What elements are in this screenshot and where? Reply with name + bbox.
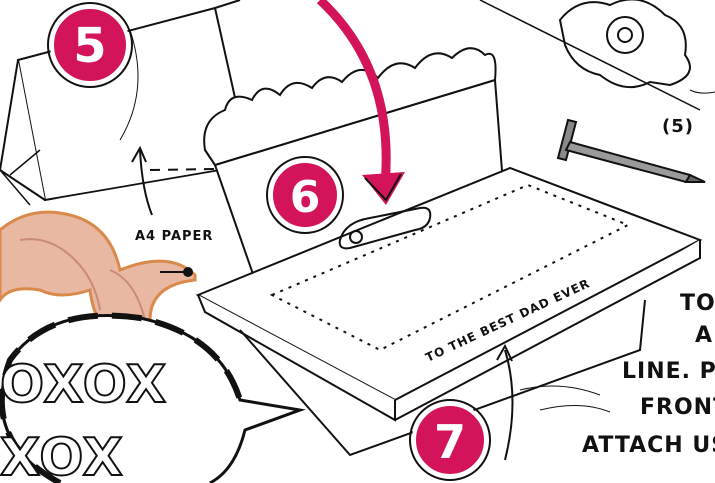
step-7-number: 7 [434,415,466,469]
instruction-line-3: LINE. P [622,359,715,384]
step-5-reference: (5) [662,116,694,137]
xoxo-line-1: OXOX [0,355,167,415]
a4-paper-label: A4 PAPER [135,229,213,244]
step-7-badge: 7 [410,400,490,480]
step-5-badge: 5 [48,3,132,87]
instruction-line-5: ATTACH US [582,433,715,458]
xoxo-line-2: XOX [0,428,124,483]
gear-icon [480,0,700,110]
instruction-line-2: AL [695,323,715,348]
instruction-line-1: TO [680,291,715,316]
instruction-line-4: FRONT [640,395,715,420]
step-6-badge: 6 [267,157,343,233]
step-6-number: 6 [290,172,321,223]
step-5-number: 5 [73,18,106,74]
a4-paper-tent [0,0,255,205]
